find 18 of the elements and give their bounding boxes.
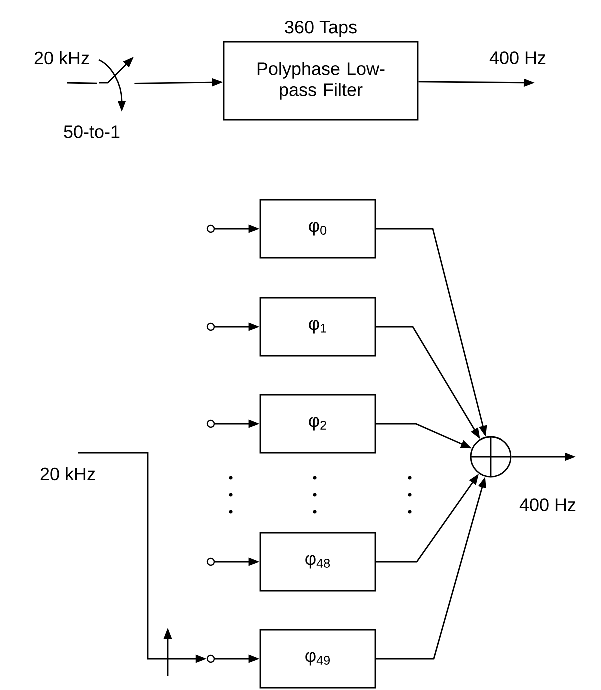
input-terminal xyxy=(206,224,216,234)
caption-text: 360 Taps xyxy=(285,20,357,38)
input-terminal xyxy=(206,420,216,428)
phase-filter-box: φ$_{48}$ xyxy=(260,532,376,592)
input-terminal xyxy=(206,558,216,566)
text-label: 20 kHz xyxy=(34,51,90,65)
phase-filter-box: φ$_{0}$ xyxy=(260,199,376,259)
phase-filter-box: φ$_{49}$ xyxy=(260,629,376,689)
text-label: 400 Hz xyxy=(490,52,546,64)
input-terminal xyxy=(206,654,216,664)
filter-box: Polyphase Low-pass Filter xyxy=(223,41,419,121)
text-label: 50-to-1 xyxy=(64,126,120,138)
input-terminal xyxy=(206,322,216,332)
summing-junction xyxy=(470,436,512,478)
text-label: 400 Hz xyxy=(520,498,576,512)
text-label: 20 kHz xyxy=(40,467,96,481)
phase-filter-box: φ$_{2}$ xyxy=(260,394,376,454)
phase-filter-box: φ$_{1}$ xyxy=(260,297,376,357)
